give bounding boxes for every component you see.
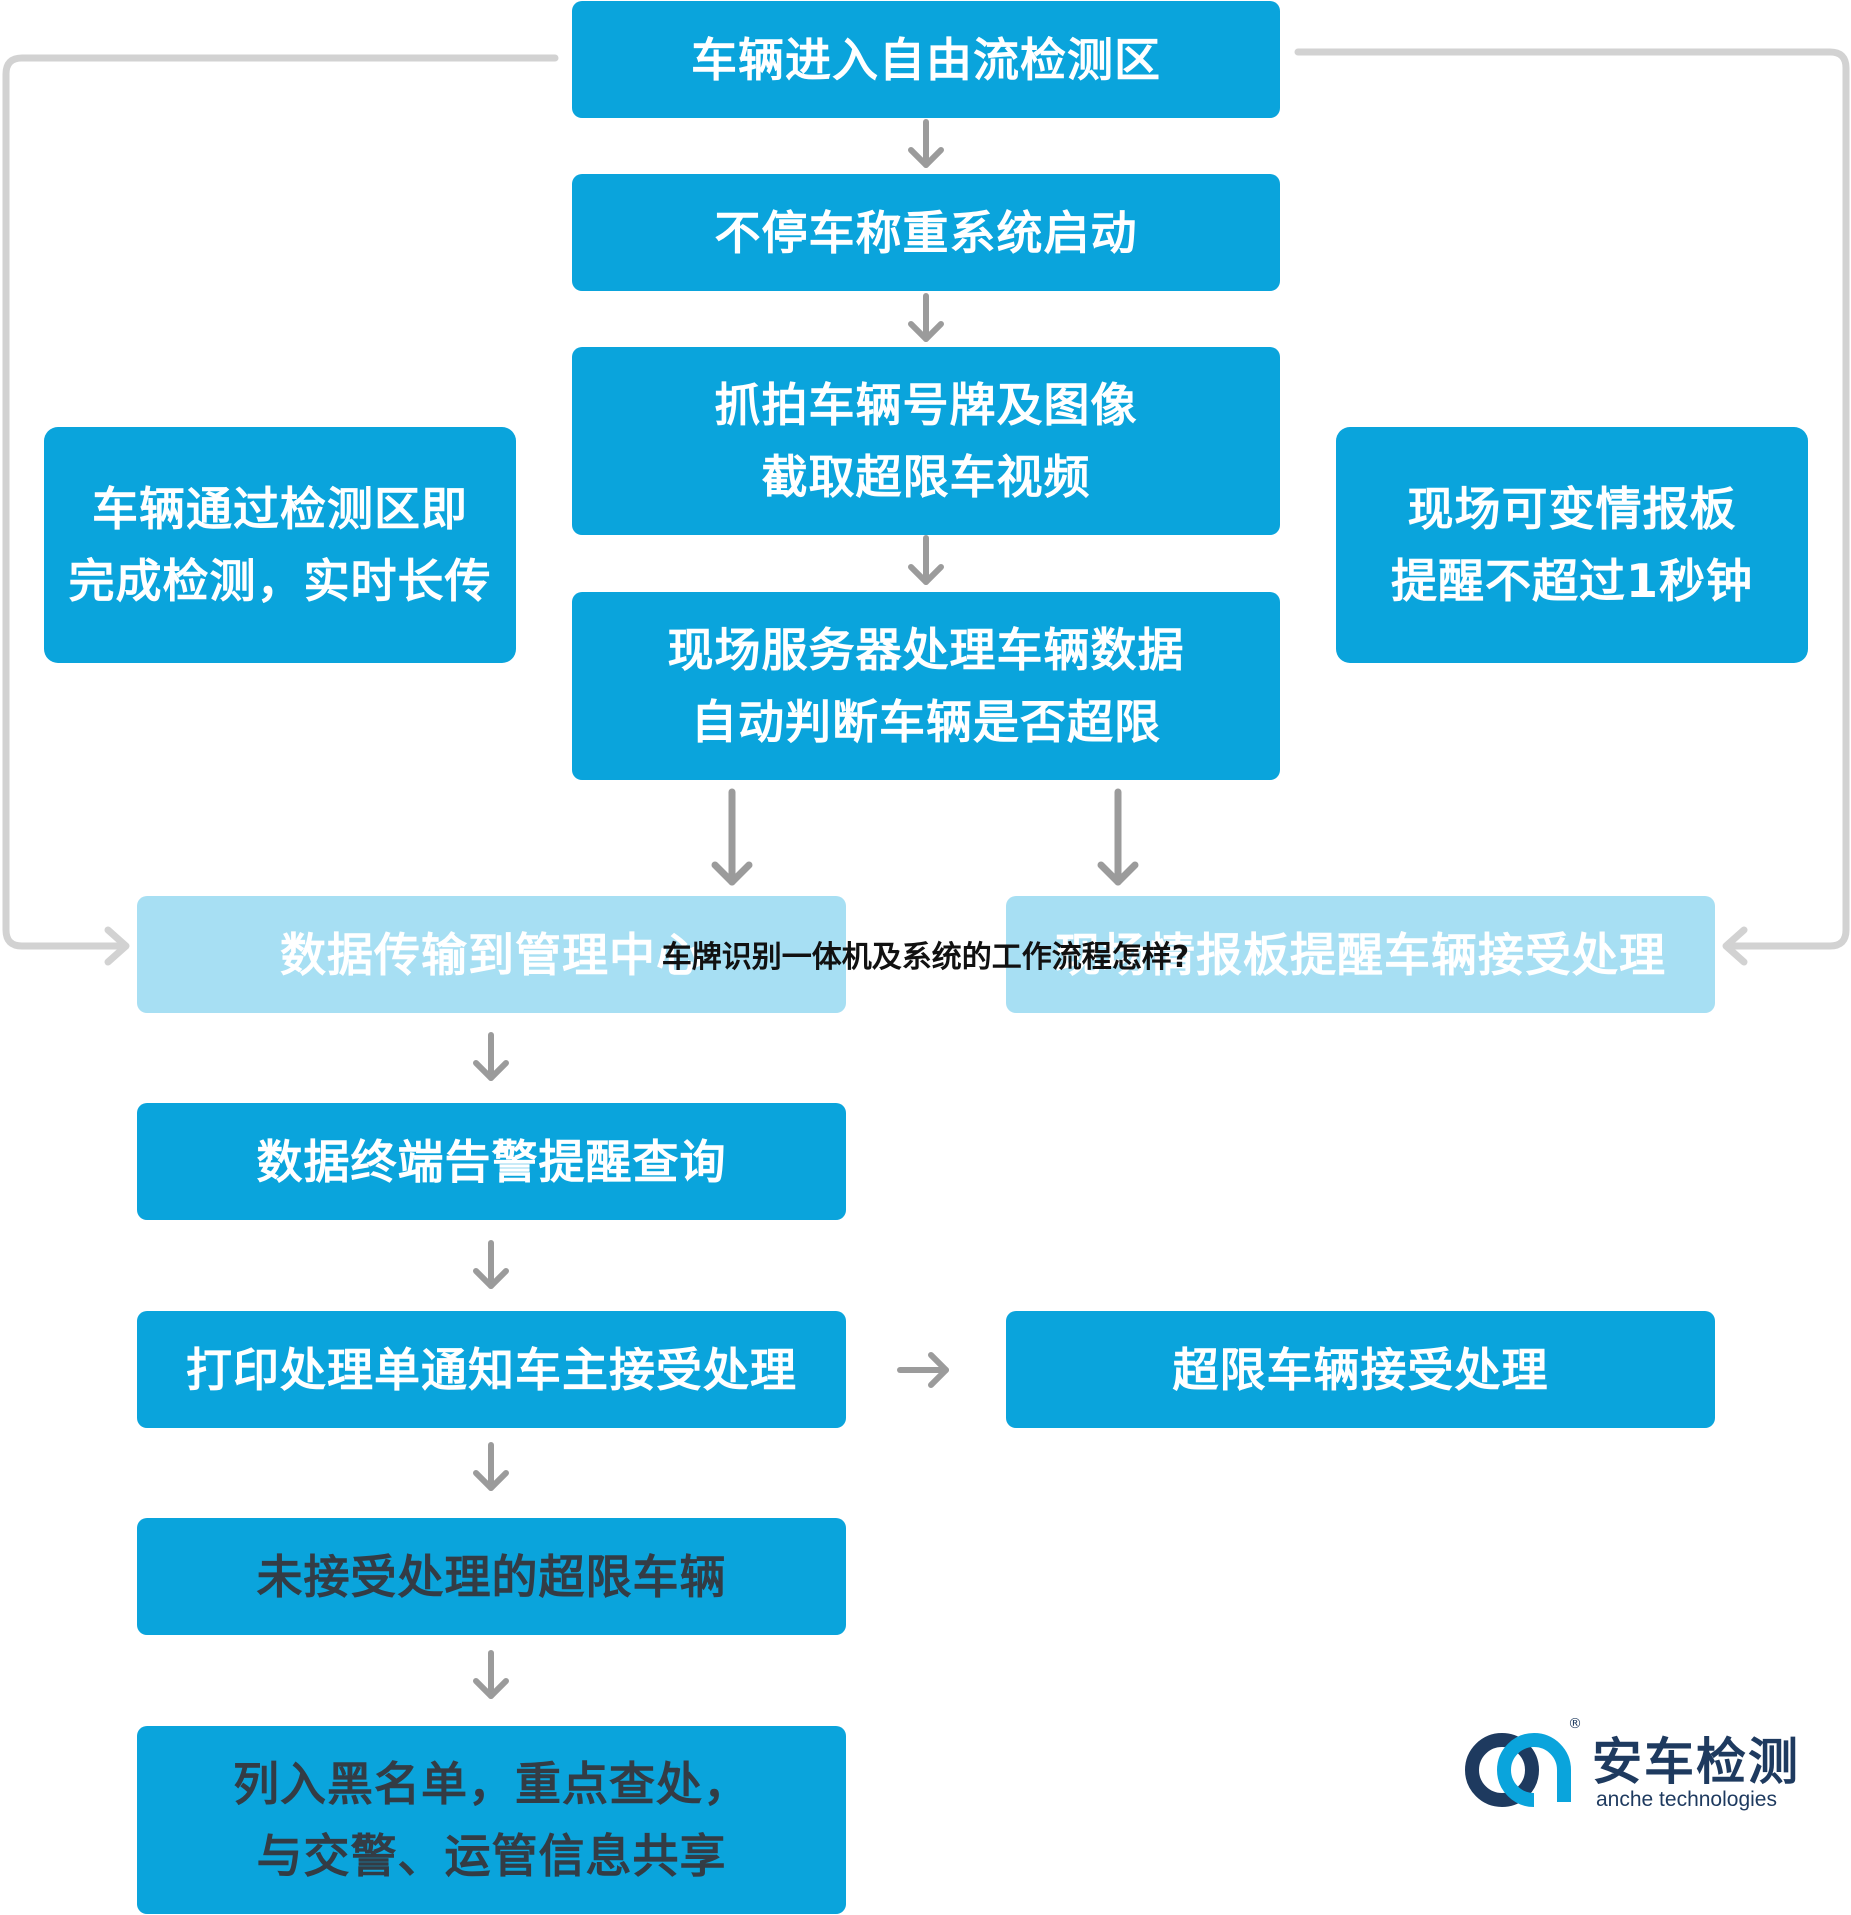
arrow-down — [473, 1240, 509, 1289]
registered-mark: ® — [1568, 1716, 1582, 1732]
arrow-down — [908, 293, 944, 342]
step-transmit: 数据传输到管理中心 — [137, 896, 846, 1013]
step-info-board: 现场情报板提醒车辆接受处理 — [1006, 896, 1715, 1013]
arrow-down — [473, 1442, 509, 1491]
arrow-down — [908, 119, 944, 168]
company-logo: ® 安车检测 anche technologies — [1462, 1716, 1822, 1818]
step-not-accepted: 未接受处理的超限车辆 — [137, 1518, 846, 1635]
logo-name-cn: 安车检测 — [1592, 1733, 1800, 1791]
loop-line-left — [2, 54, 559, 950]
step-print-notice: 打印处理单通知车主接受处理 — [137, 1311, 846, 1428]
step-terminal-alert: 数据终端告警提醒查询 — [137, 1103, 846, 1220]
logo-name-en: anche technologies — [1596, 1788, 1777, 1811]
loop-arrowhead-right — [1722, 926, 1748, 966]
step-capture: 抓拍车辆号牌及图像 截取超限车视频 — [572, 347, 1280, 535]
arrow-down — [1097, 788, 1139, 886]
loop-line-right — [1294, 48, 1850, 950]
step-enter-zone: 车辆进入自由流检测区 — [572, 1, 1280, 118]
loop-arrowhead-left — [104, 926, 130, 966]
note-right: 现场可变情报板 提醒不超过1秒钟 — [1336, 427, 1808, 663]
logo-mark-icon — [1465, 1733, 1571, 1807]
step-server-process: 现场服务器处理车辆数据 自动判断车辆是否超限 — [572, 592, 1280, 780]
page-title: 车牌识别一体机及系统的工作流程怎样? — [661, 940, 1190, 975]
arrow-down — [473, 1032, 509, 1081]
step-overlimit-accept: 超限车辆接受处理 — [1006, 1311, 1715, 1428]
arrow-down — [711, 788, 753, 886]
arrow-right — [897, 1352, 949, 1388]
note-left: 车辆通过检测区即 完成检测，实时长传 — [44, 427, 516, 663]
step-blacklist: 列入黑名单，重点查处， 与交警、运管信息共享 — [137, 1726, 846, 1914]
arrow-down — [908, 535, 944, 585]
step-weighing-start: 不停车称重系统启动 — [572, 174, 1280, 291]
arrow-down — [473, 1650, 509, 1699]
